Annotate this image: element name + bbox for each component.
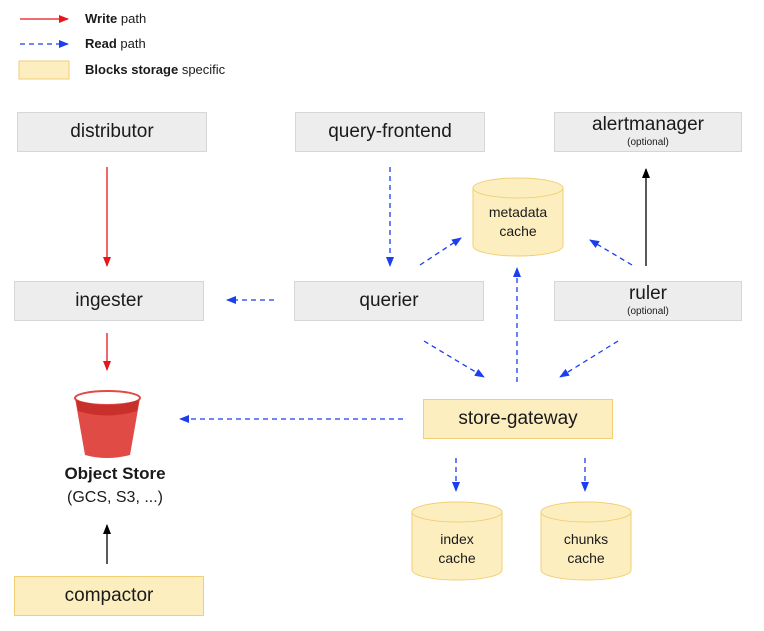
- ingester-box: ingester: [14, 281, 204, 321]
- legend-blocks: Blocks storage specific: [85, 62, 225, 78]
- legend-blocks-label: Blocks storage: [85, 62, 179, 77]
- alertmanager-box: alertmanager (optional): [554, 112, 742, 152]
- legend-write: Write path: [85, 11, 146, 27]
- alertmanager-label: alertmanager: [592, 114, 704, 135]
- ingester-label: ingester: [75, 290, 143, 311]
- querier-box: querier: [294, 281, 484, 321]
- arrow-querier-metadatacache: [419, 237, 462, 266]
- ruler-label: ruler: [628, 283, 667, 304]
- querier-label: querier: [359, 290, 419, 311]
- metadata-cache-label: metadata cache: [473, 203, 563, 241]
- arrow-ruler-metadatacache: [589, 239, 633, 266]
- index-cache-line1: index: [440, 531, 474, 547]
- ruler-box: ruler (optional): [554, 281, 742, 321]
- object-store-bucket-icon: [74, 390, 141, 458]
- index-cache-line2: cache: [438, 550, 476, 566]
- distributor-label: distributor: [70, 121, 154, 142]
- query-frontend-box: query-frontend: [295, 112, 485, 152]
- legend-blocks-suffix: specific: [178, 62, 226, 77]
- legend-write-label: Write: [85, 11, 118, 26]
- chunks-cache-cylinder: [540, 501, 632, 581]
- chunks-cache-label: chunks cache: [541, 530, 631, 568]
- arrow-querier-storegateway: [423, 340, 485, 378]
- legend-blocks-swatch: [18, 60, 70, 80]
- metadata-cache-line1: metadata: [488, 204, 548, 220]
- legend-write-suffix: path: [117, 11, 147, 26]
- distributor-box: distributor: [17, 112, 207, 152]
- chunks-cache-line2: cache: [567, 550, 605, 566]
- store-gateway-box: store-gateway: [423, 399, 613, 439]
- legend-read-label: Read: [85, 36, 117, 51]
- index-cache-cylinder: [411, 501, 503, 581]
- alertmanager-note: (optional): [627, 137, 669, 148]
- metadata-cache-cylinder: [472, 177, 564, 257]
- object-store-subtitle: (GCS, S3, ...): [66, 489, 163, 506]
- ruler-note: (optional): [627, 306, 669, 317]
- metadata-cache-line2: cache: [499, 223, 537, 239]
- compactor-label: compactor: [64, 585, 154, 606]
- legend-read: Read path: [85, 36, 146, 52]
- index-cache-label: index cache: [412, 530, 502, 568]
- store-gateway-label: store-gateway: [458, 408, 578, 429]
- query-frontend-label: query-frontend: [328, 121, 452, 142]
- compactor-box: compactor: [14, 576, 204, 616]
- arrow-ruler-storegateway: [559, 340, 619, 378]
- object-store-title: Object Store: [64, 464, 166, 483]
- chunks-cache-line1: chunks: [563, 531, 609, 547]
- legend-read-suffix: path: [116, 36, 146, 51]
